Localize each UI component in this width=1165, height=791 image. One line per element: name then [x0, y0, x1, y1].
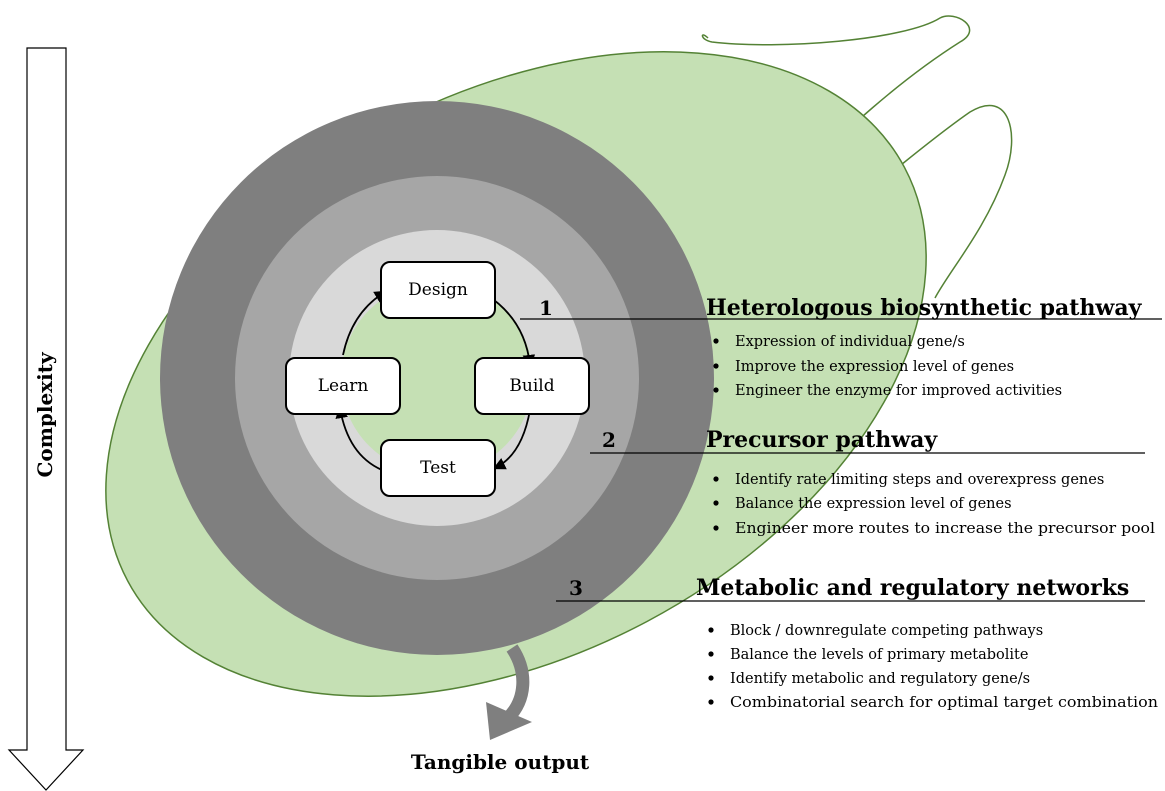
level-1-title: Heterologous biosynthetic pathway — [706, 295, 1143, 321]
bullet-dot — [713, 387, 719, 393]
bullet-text: Block / downregulate competing pathways — [730, 623, 1043, 639]
level-2-section: 2 Precursor pathway Identify rate limiti… — [590, 427, 1155, 537]
design-label: Design — [408, 280, 468, 300]
design-box: Design — [380, 261, 496, 319]
bullet-text: Balance the levels of primary metabolite — [730, 647, 1028, 663]
bullet-dot — [713, 500, 719, 506]
bullet-text: Balance the expression level of genes — [735, 496, 1012, 512]
bullet-text: Combinatorial search for optimal target … — [730, 695, 1158, 711]
complexity-arrow — [7, 47, 85, 791]
bullet-dot — [713, 338, 719, 344]
bullet-dot — [713, 525, 719, 531]
bullet-text: Identify metabolic and regulatory gene/s — [730, 671, 1030, 687]
bullet-dot — [713, 476, 719, 482]
bullet-dot — [708, 699, 714, 705]
level-1-number: 1 — [539, 296, 553, 320]
level-2-number: 2 — [602, 428, 616, 452]
output-arrow — [486, 644, 532, 740]
complexity-label: Complexity — [33, 351, 57, 477]
bullet-dot — [708, 675, 714, 681]
level-3-bullets: Block / downregulate competing pathways … — [708, 623, 1158, 711]
bullet-text: Engineer the enzyme for improved activit… — [735, 383, 1062, 399]
level-3-section: 3 Metabolic and regulatory networks Bloc… — [556, 575, 1158, 711]
level-3-title: Metabolic and regulatory networks — [696, 575, 1129, 601]
bullet-dot — [713, 363, 719, 369]
level-2-title: Precursor pathway — [706, 427, 938, 453]
bullet-dot — [708, 651, 714, 657]
bullet-text: Identify rate limiting steps and overexp… — [735, 472, 1104, 488]
output-label: Tangible output — [411, 750, 590, 774]
core-circle — [341, 282, 533, 474]
level-1-bullets: Expression of individual gene/s Improve … — [713, 334, 1062, 399]
learn-label: Learn — [318, 376, 369, 396]
build-box: Build — [474, 357, 590, 415]
build-label: Build — [509, 376, 554, 396]
bullet-text: Expression of individual gene/s — [735, 334, 965, 350]
level-3-number: 3 — [569, 576, 583, 600]
level-2-bullets: Identify rate limiting steps and overexp… — [713, 472, 1155, 537]
bullet-text: Improve the expression level of genes — [735, 359, 1014, 375]
level-1-section: 1 Heterologous biosynthetic pathway Expr… — [520, 295, 1162, 399]
bullet-text: Engineer more routes to increase the pre… — [735, 521, 1155, 537]
learn-box: Learn — [285, 357, 401, 415]
test-label: Test — [420, 458, 456, 478]
test-box: Test — [380, 439, 496, 497]
bullet-dot — [708, 627, 714, 633]
